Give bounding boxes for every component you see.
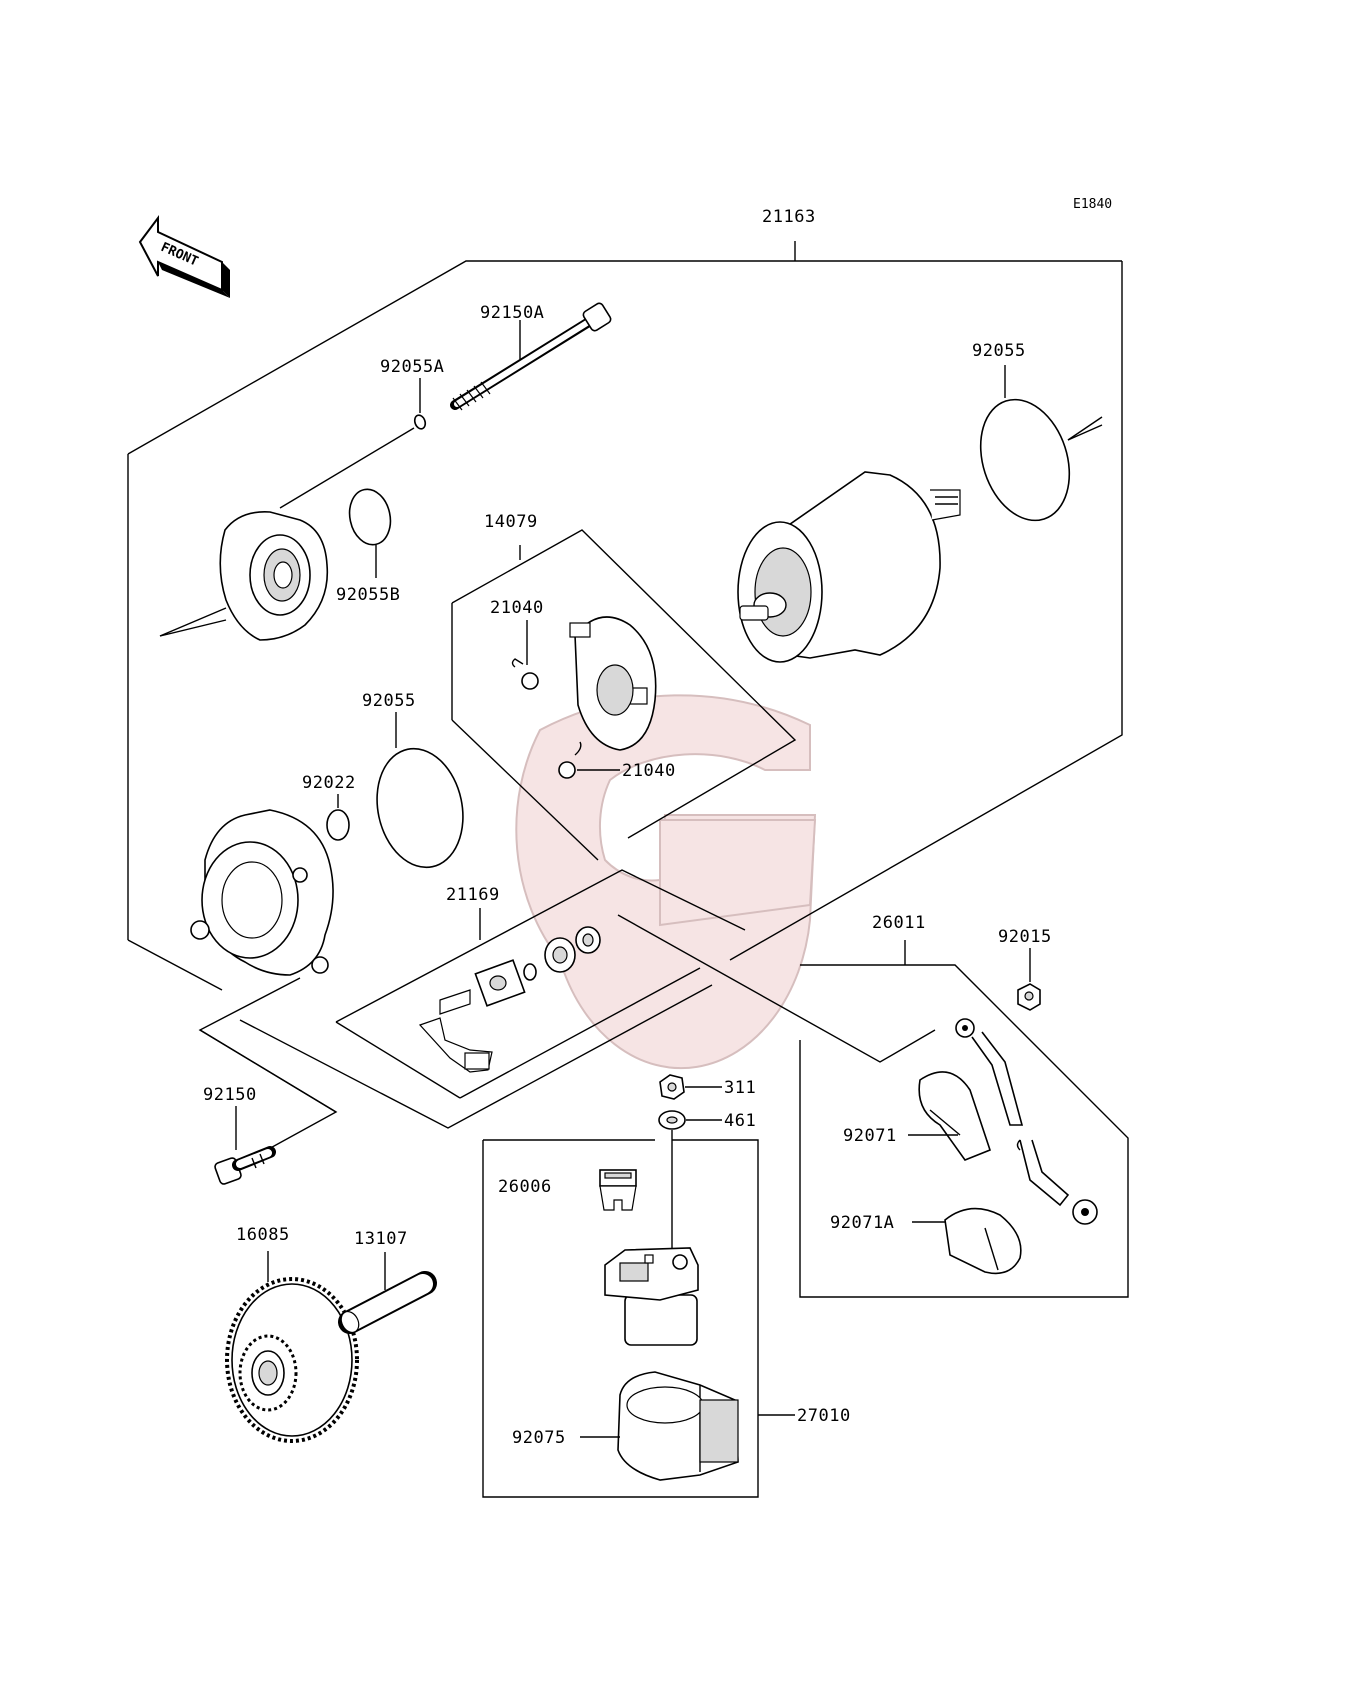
label-461: 461 xyxy=(724,1111,756,1131)
oring-92055B xyxy=(348,488,392,546)
label-92071A: 92071A xyxy=(830,1213,894,1233)
label-27010: 27010 xyxy=(797,1406,851,1426)
assembly-outline-21163 xyxy=(127,241,1123,991)
front-arrow-icon: FRONT xyxy=(138,215,230,298)
label-92150: 92150 xyxy=(203,1085,257,1105)
fuse-26006 xyxy=(599,1169,637,1211)
brush-plate-21169-parts xyxy=(418,926,601,1073)
rear-cover-housing xyxy=(190,809,334,976)
cable-box-26011 xyxy=(799,940,1129,1298)
label-92055-top: 92055 xyxy=(972,341,1026,361)
label-92150A: 92150A xyxy=(480,303,544,323)
brush-holder-plate xyxy=(569,616,657,751)
washer-461 xyxy=(658,1110,686,1130)
terminal-boot-92071A xyxy=(944,1207,1022,1275)
starter-relay xyxy=(604,1247,699,1346)
brush-holder-box-14079 xyxy=(451,529,797,861)
washer-92022 xyxy=(326,809,350,841)
relay-cover-92075 xyxy=(617,1371,739,1481)
label-21040-top: 21040 xyxy=(490,598,544,618)
label-21163: 21163 xyxy=(762,207,816,227)
label-16085: 16085 xyxy=(236,1225,290,1245)
label-26011: 26011 xyxy=(872,913,926,933)
brush-spring-21040-top xyxy=(511,620,539,690)
armature-yoke xyxy=(737,471,961,663)
long-bolt-92150A xyxy=(450,302,612,411)
oring-92055-mid xyxy=(376,747,464,869)
shaft-13107 xyxy=(338,1252,437,1334)
idle-gear-16085 xyxy=(225,1251,359,1443)
bolt-92150 xyxy=(214,1106,276,1185)
terminal-boot-92071 xyxy=(918,1071,991,1161)
lower-outline xyxy=(198,914,936,1169)
label-26006: 26006 xyxy=(498,1177,552,1197)
label-13107: 13107 xyxy=(354,1229,408,1249)
nut-311 xyxy=(659,1074,685,1100)
label-92055A: 92055A xyxy=(380,357,444,377)
label-92055-mid: 92055 xyxy=(362,691,416,711)
label-21169: 21169 xyxy=(446,885,500,905)
relay-box-27010 xyxy=(482,1139,795,1498)
label-92075: 92075 xyxy=(512,1428,566,1448)
label-14079: 14079 xyxy=(484,512,538,532)
label-311: 311 xyxy=(724,1078,756,1098)
oring-92055-top xyxy=(979,398,1071,522)
label-92022: 92022 xyxy=(302,773,356,793)
brush-spring-21040-bottom xyxy=(558,741,620,779)
oring-92055A xyxy=(413,414,427,430)
nut-92015 xyxy=(1017,948,1041,1011)
label-21040-bottom: 21040 xyxy=(622,761,676,781)
brush-plate-box-21169 xyxy=(335,869,746,1099)
diagram-code: E1840 xyxy=(1073,197,1112,212)
starter-cable xyxy=(955,1018,1098,1225)
front-cover-housing xyxy=(159,511,329,641)
label-92015: 92015 xyxy=(998,927,1052,947)
watermark-logo xyxy=(515,694,817,1070)
label-92055B: 92055B xyxy=(336,585,400,605)
label-92071: 92071 xyxy=(843,1126,897,1146)
